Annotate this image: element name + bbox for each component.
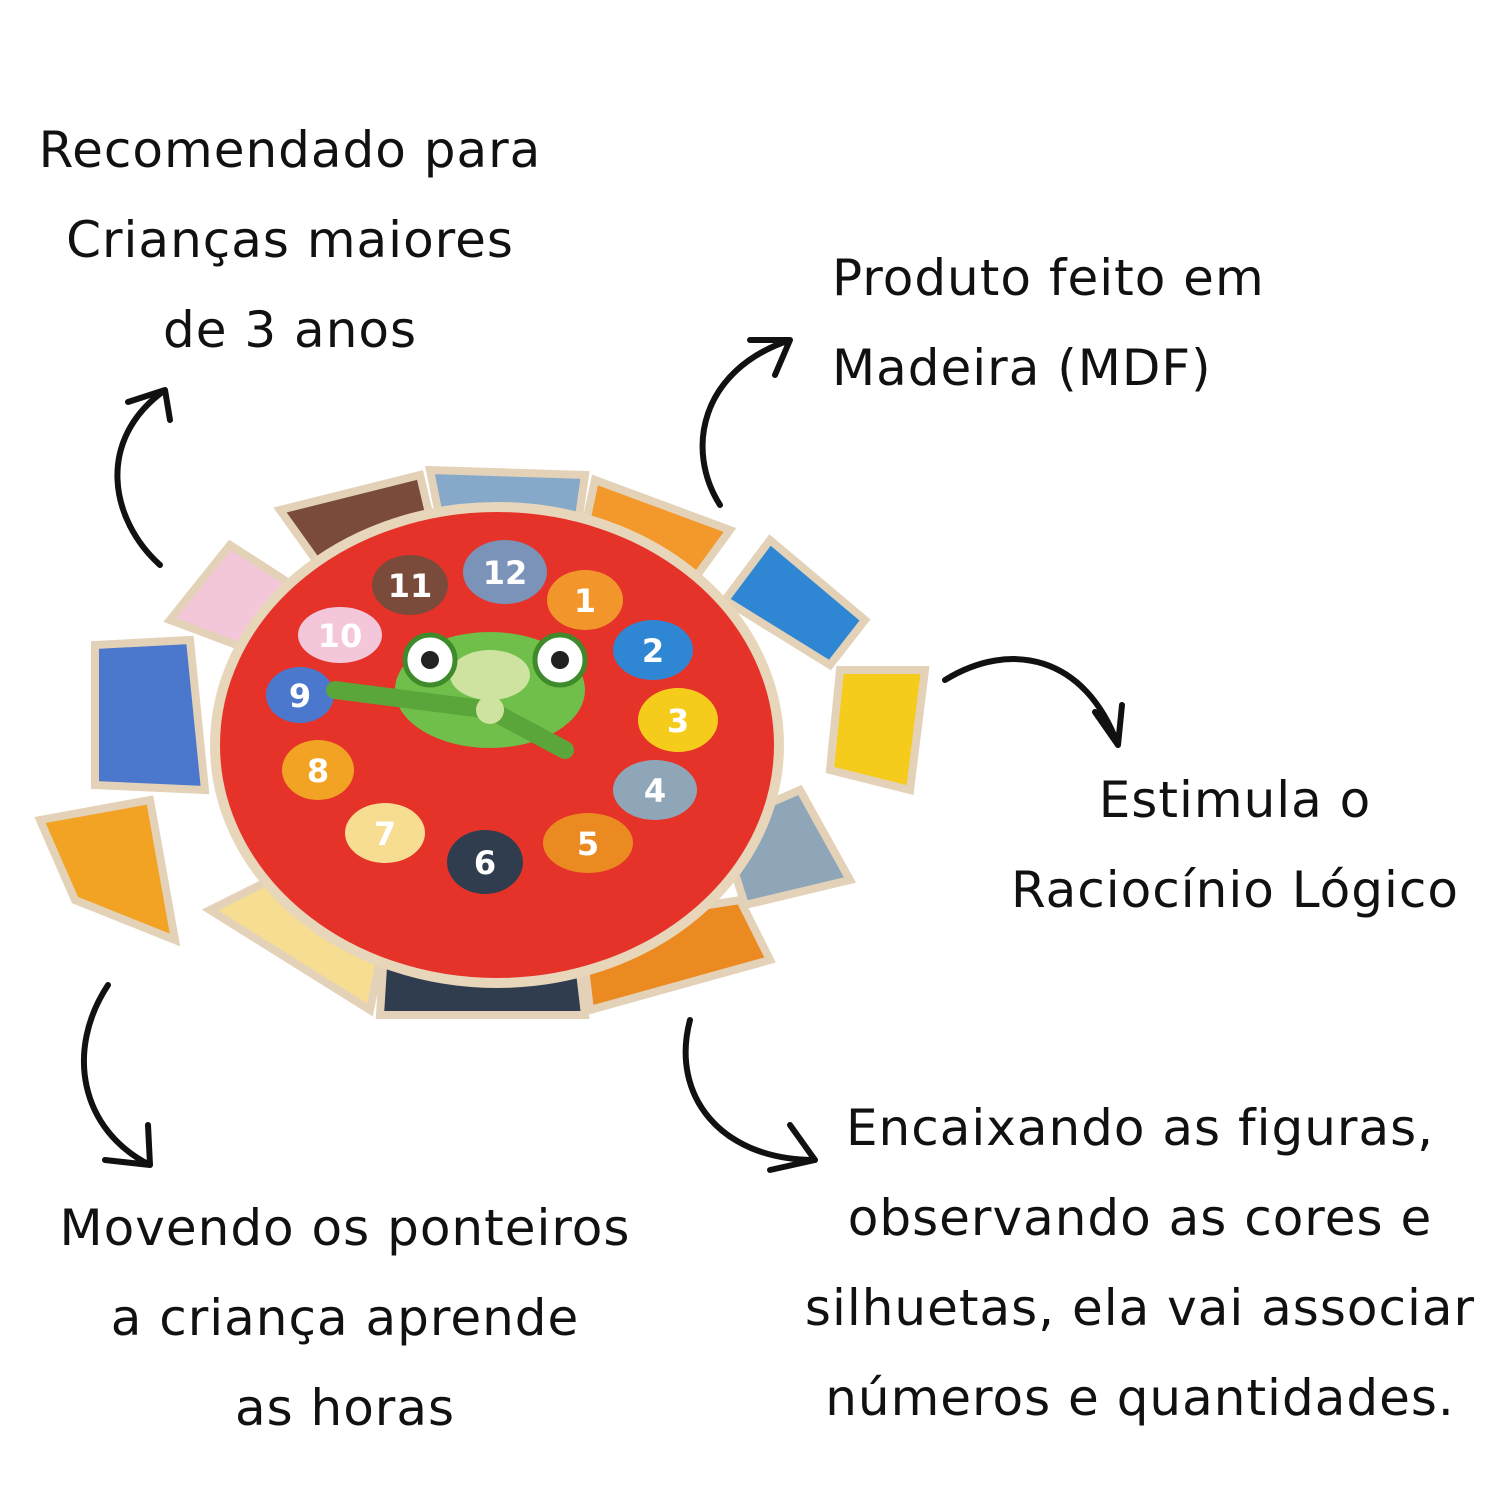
number-9: 9 [289,677,311,715]
number-3: 3 [667,702,689,740]
caption-hours-line-2: a criança aprende [110,1289,580,1347]
caption-logic-line-2: Raciocínio Lógico [1011,861,1459,919]
caption-age-line-2: Crianças maiores [66,211,514,269]
puzzle-piece-orange-left [34,795,181,947]
caption-fit-line-2: observando as cores e [847,1189,1433,1247]
number-2: 2 [642,632,664,670]
arrow-age [114,387,173,568]
number-12: 12 [483,554,528,592]
puzzle-piece-blue [719,534,871,671]
caption-logic-line-1: Estimula o [1098,771,1372,829]
caption-hours: Movendo os ponteiros a criança aprende a… [40,1183,650,1453]
caption-age-line-1: Recomendado para [38,121,542,179]
number-6-tile: 6 [447,830,523,894]
caption-material-line-2: Madeira (MDF) [832,339,1212,397]
number-6: 6 [474,844,496,882]
arrow-logic [942,656,1125,748]
number-8-tile: 8 [282,740,354,800]
number-8: 8 [307,752,329,790]
frog-clock-hands [326,632,588,759]
number-7-tile: 7 [345,803,425,863]
caption-logic: Estimula o Raciocínio Lógico [1000,755,1470,935]
arrow-hours [80,982,153,1168]
caption-fit-line-4: números e quantidades. [825,1369,1455,1427]
arrow-material [699,337,793,508]
number-2-tile: 2 [613,620,693,680]
number-1-tile: 1 [547,570,623,630]
number-3-tile: 3 [638,688,718,752]
caption-fit: Encaixando as figuras, observando as cor… [790,1083,1490,1443]
clock-numbers: 12 1 2 3 4 5 6 7 8 9 10 11 [266,540,718,894]
caption-hours-line-1: Movendo os ponteiros [59,1199,631,1257]
caption-material: Produto feito em Madeira (MDF) [832,233,1265,413]
number-11-tile: 11 [372,555,448,615]
number-10-tile: 10 [298,607,382,663]
caption-material-line-1: Produto feito em [832,249,1265,307]
frog-hour-hand [326,681,499,719]
number-10: 10 [318,617,363,655]
number-5: 5 [577,825,599,863]
caption-hours-line-3: as horas [234,1379,456,1437]
number-1: 1 [574,582,596,620]
arrow-fit [682,1017,818,1173]
caption-age: Recomendado para Crianças maiores de 3 a… [30,105,550,375]
caption-fit-line-3: silhuetas, ela vai associar [804,1279,1476,1337]
clock-center-pin [476,696,504,724]
number-7: 7 [374,815,396,853]
caption-fit-line-1: Encaixando as figuras, [845,1099,1435,1157]
number-4: 4 [644,772,666,810]
number-5-tile: 5 [543,813,633,873]
number-11: 11 [388,567,433,605]
number-4-tile: 4 [613,760,697,820]
caption-age-line-3: de 3 anos [162,301,418,359]
number-12-tile: 12 [463,540,547,604]
puzzle-piece-yellow [825,666,930,795]
puzzle-piece-blue-left [91,635,210,795]
frog-minute-hand [481,701,574,759]
number-9-tile: 9 [266,667,334,723]
